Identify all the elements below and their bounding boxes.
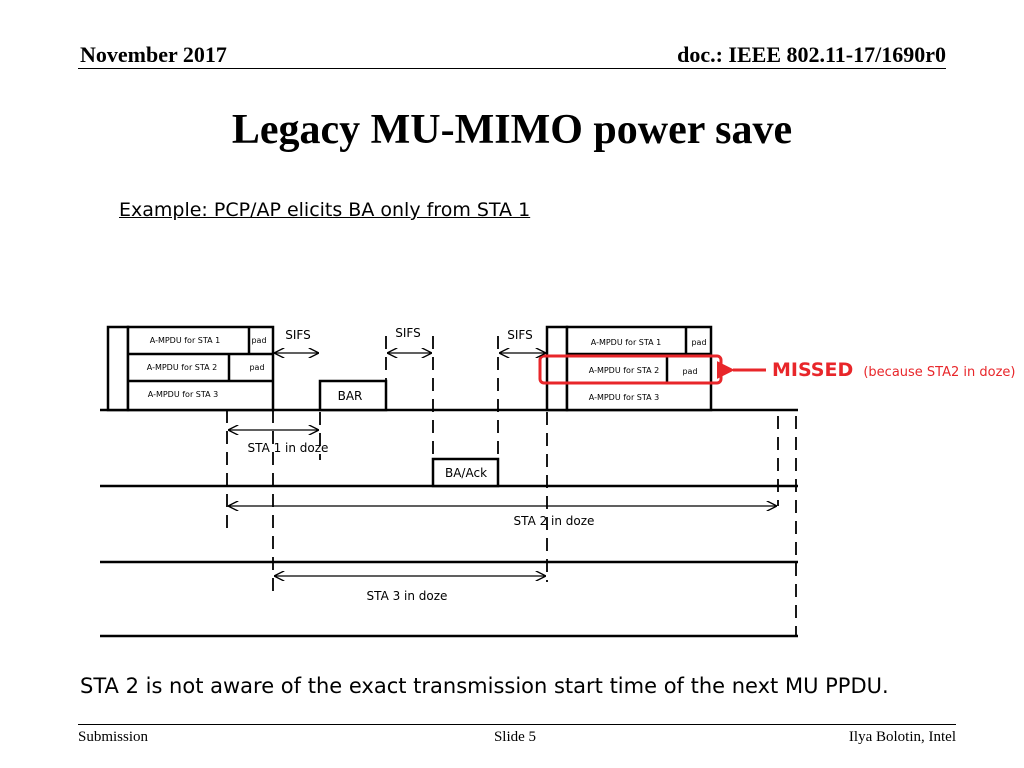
- header-divider: [78, 68, 946, 69]
- second-ppdu-sta1-label: A-MPDU for STA 1: [591, 338, 661, 347]
- ba-ack-label: BA/Ack: [445, 466, 487, 480]
- sta2-doze-label: STA 2 in doze: [514, 514, 595, 528]
- bottom-note: STA 2 is not aware of the exact transmis…: [80, 674, 889, 698]
- second-ppdu-sta1-pad: pad: [691, 338, 706, 347]
- timelines: [100, 408, 798, 638]
- second-mu-ppdu: [545, 325, 713, 412]
- first-ppdu-sta3-label: A-MPDU for STA 3: [148, 390, 218, 399]
- second-ppdu-sta3-label: A-MPDU for STA 3: [589, 393, 659, 402]
- slide-subtitle: Example: PCP/AP elicits BA only from STA…: [119, 199, 531, 221]
- second-ppdu-labels: A-MPDU for STA 1 pad A-MPDU for STA 2 pa…: [589, 338, 707, 402]
- sta3-doze-label: STA 3 in doze: [367, 589, 448, 603]
- footer-author: Ilya Bolotin, Intel: [848, 729, 956, 745]
- footer-submission: Submission: [78, 729, 149, 745]
- first-ppdu-sta2-pad: pad: [249, 363, 264, 372]
- second-ppdu-sta2-pad: pad: [682, 367, 697, 376]
- sta1-doze-label: STA 1 in doze: [248, 441, 329, 455]
- missed-reason: (because STA2 in doze): [863, 365, 1015, 380]
- ba-ack-frame: [431, 457, 500, 488]
- footer-divider: [78, 724, 956, 725]
- first-ppdu-sta1-pad: pad: [251, 336, 266, 345]
- slide-title: Legacy MU-MIMO power save: [231, 107, 793, 153]
- bar-label: BAR: [338, 389, 363, 403]
- bar-frame: [318, 379, 388, 412]
- missed-text: MISSED (because STA2 in doze): [772, 359, 1015, 381]
- footer-slide-number: Slide 5: [493, 729, 537, 745]
- second-ppdu-sta2-label: A-MPDU for STA 2: [589, 366, 659, 375]
- sifs-label-1: SIFS: [285, 328, 310, 342]
- sifs-label-3: SIFS: [507, 328, 532, 342]
- doze-arrows: [228, 430, 777, 576]
- first-ppdu-labels: A-MPDU for STA 1 pad A-MPDU for STA 2 pa…: [147, 336, 267, 399]
- first-ppdu-sta2-label: A-MPDU for STA 2: [147, 363, 217, 372]
- missed-label: MISSED: [772, 359, 853, 381]
- sifs-label-2: SIFS: [395, 326, 420, 340]
- header-doc-id: doc.: IEEE 802.11-17/1690r0: [677, 42, 946, 67]
- first-mu-ppdu: [106, 325, 275, 412]
- preamble-1: [106, 325, 130, 412]
- preamble-2: [545, 325, 569, 412]
- header-date: November 2017: [80, 42, 227, 67]
- first-ppdu-sta1-label: A-MPDU for STA 1: [150, 336, 220, 345]
